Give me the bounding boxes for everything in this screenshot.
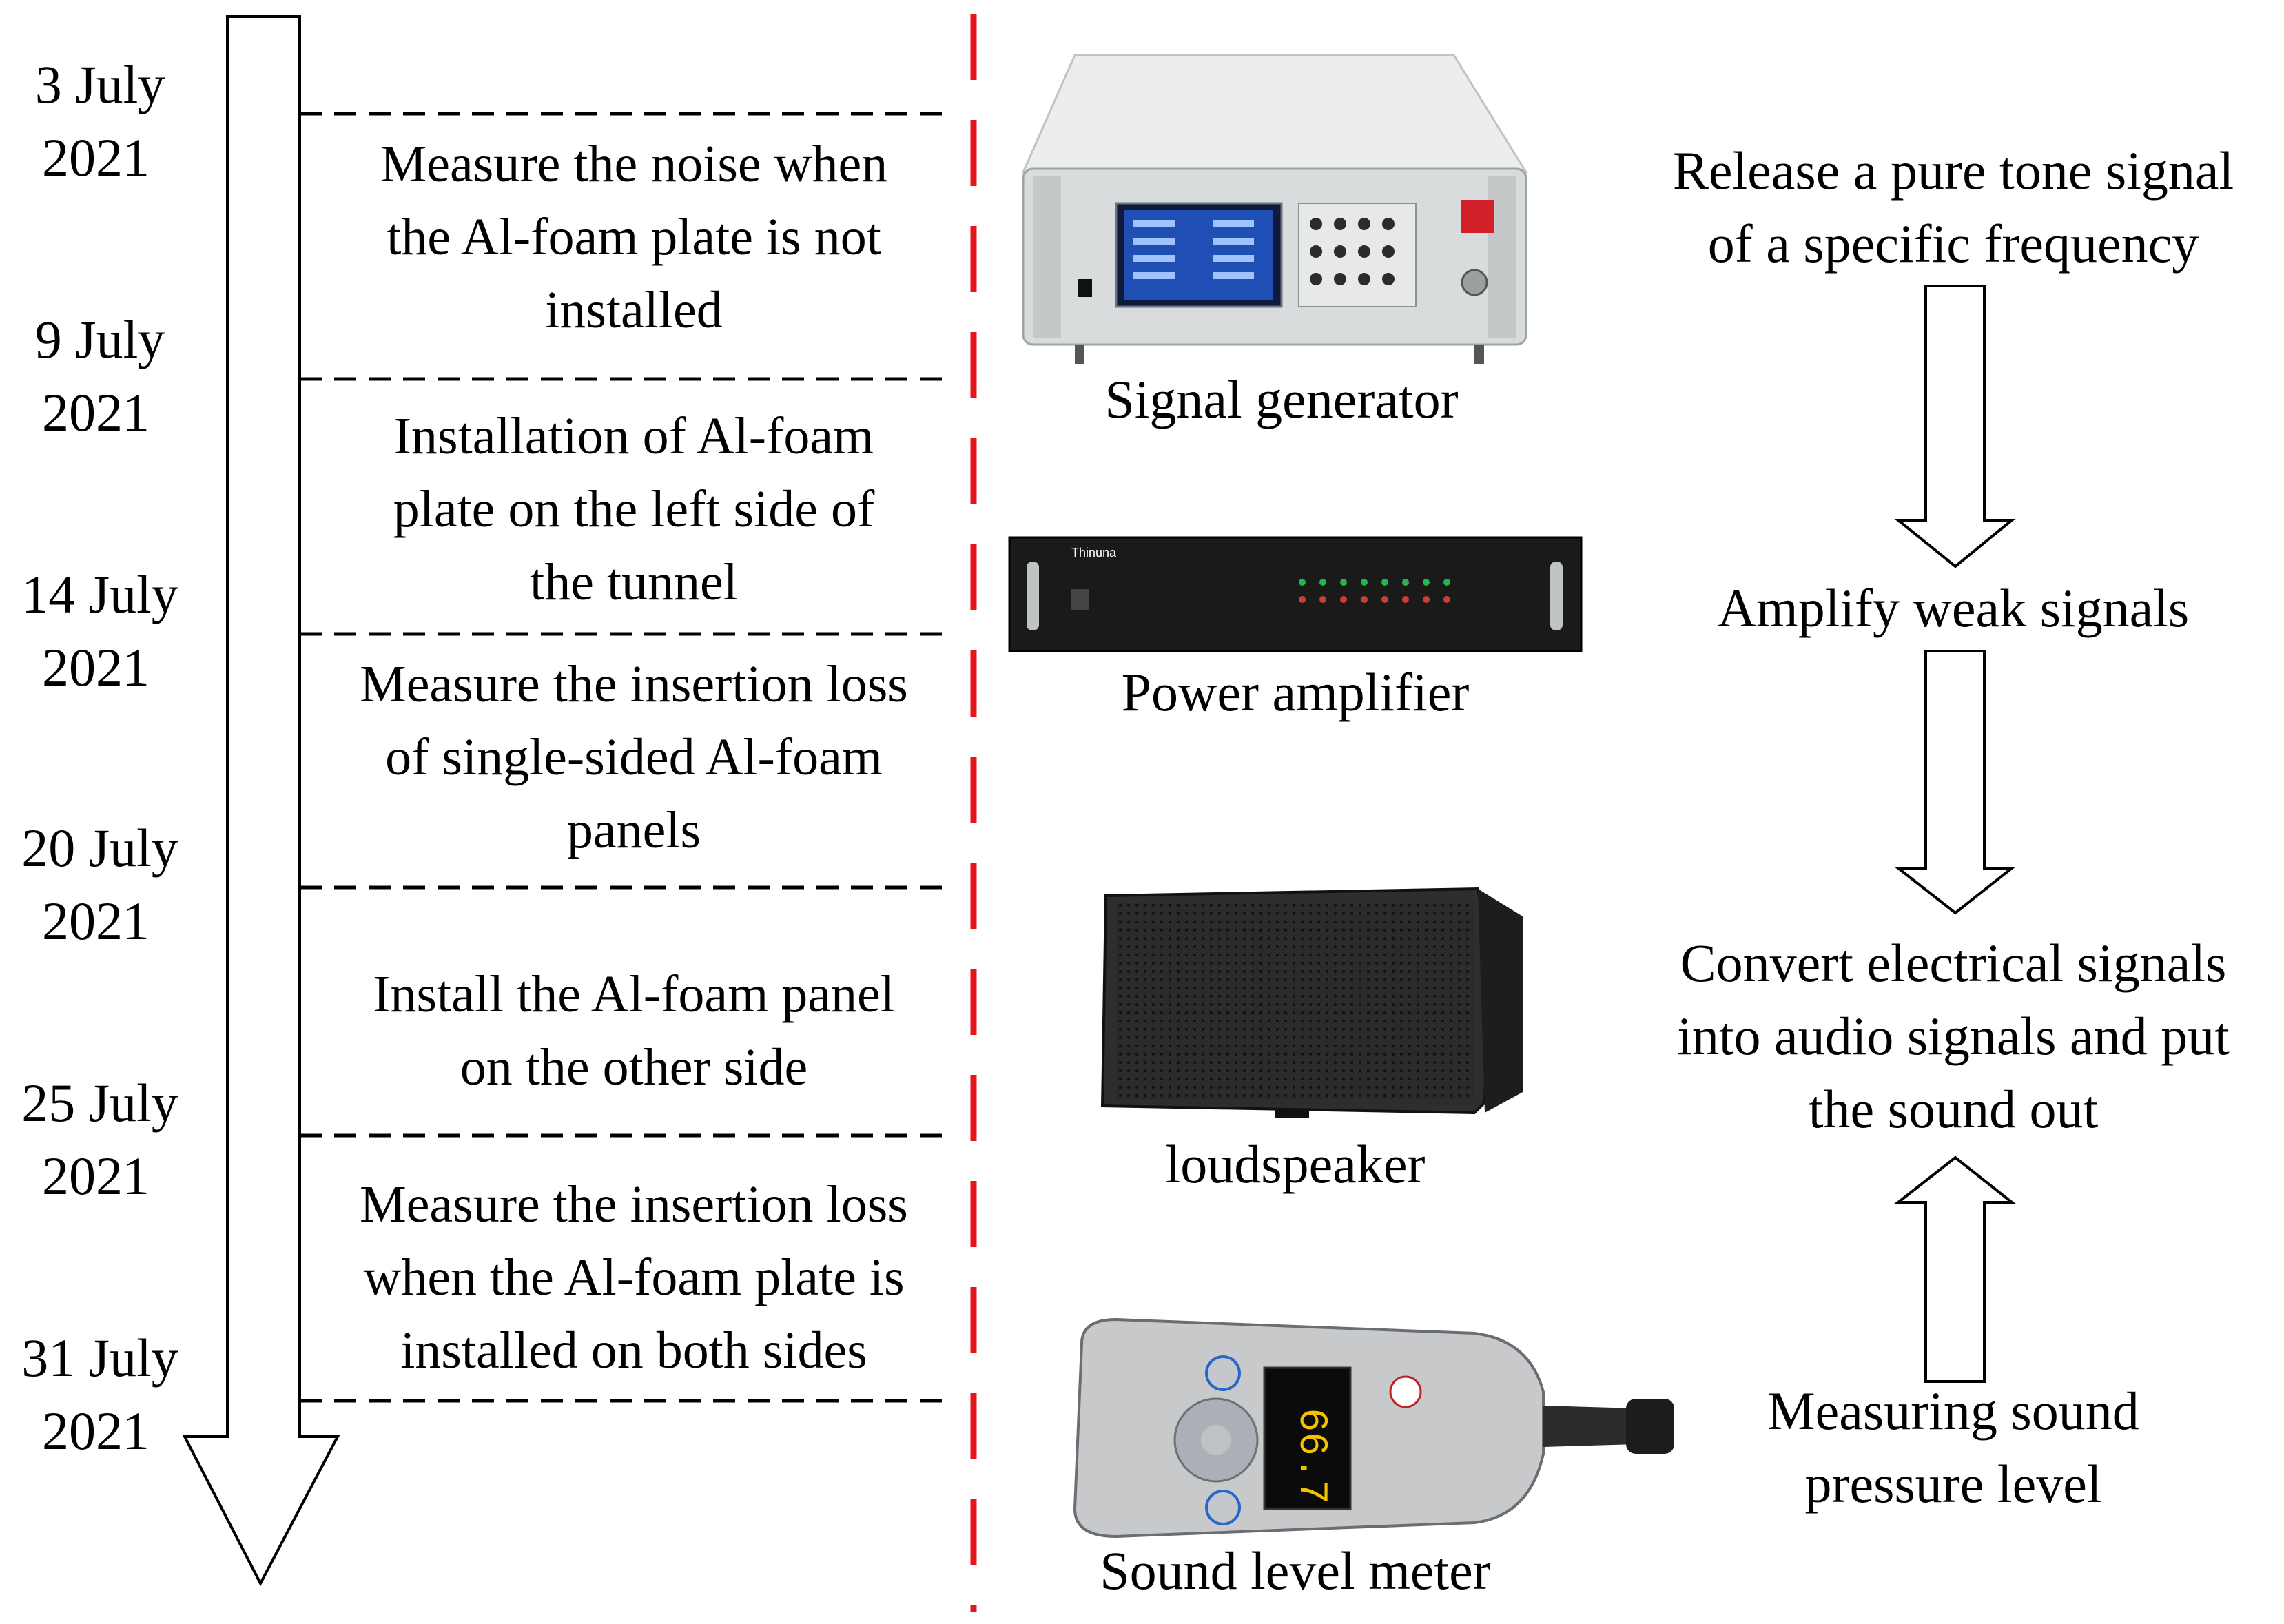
date-6-day: 31 July — [21, 1328, 178, 1388]
function-release: Release a pure tone signal of a specific… — [1633, 134, 2274, 280]
signal-generator-label: Signal generator — [1104, 369, 1459, 429]
date-1-day: 3 July — [34, 54, 165, 114]
step-2-line-3: the tunnel — [530, 553, 738, 611]
loudspeaker-image — [1100, 887, 1523, 1118]
function-convert: Convert electrical signals into audio si… — [1633, 927, 2274, 1146]
date-6: 31 July 2021 — [7, 1322, 193, 1468]
amp-brand: Thinuna — [1071, 546, 1117, 559]
step-4: Install the Al-foam panel on the other s… — [303, 958, 965, 1104]
signal-generator-image — [1021, 54, 1528, 364]
function-release-line-1: Release a pure tone signal — [1672, 141, 2234, 201]
power-amplifier-image: Thinuna — [1008, 536, 1583, 652]
step-5-line-3: installed on both sides — [400, 1322, 867, 1379]
sound-level-meter-label: Sound level meter — [1100, 1541, 1491, 1601]
function-convert-line-1: Convert electrical signals — [1680, 933, 2227, 993]
function-amplify: Amplify weak signals — [1633, 572, 2274, 645]
step-5-line-2: when the Al-foam plate is — [363, 1248, 905, 1306]
date-3-day: 14 July — [21, 564, 178, 624]
step-3-line-3: panels — [566, 801, 701, 859]
step-1-line-2: the Al-foam plate is not — [387, 208, 881, 266]
timeline-arrow — [182, 15, 340, 1587]
function-amplify-line-1: Amplify weak signals — [1717, 578, 2190, 638]
date-5: 25 July 2021 — [7, 1067, 193, 1213]
date-4-day: 20 July — [21, 818, 178, 878]
step-3: Measure the insertion loss of single-sid… — [303, 648, 965, 867]
date-2-year: 2021 — [42, 382, 150, 442]
date-5-day: 25 July — [21, 1073, 178, 1133]
step-2-line-2: plate on the left side of — [393, 480, 875, 538]
step-1-line-3: installed — [545, 281, 723, 339]
date-3: 14 July 2021 — [7, 558, 193, 704]
date-4-year: 2021 — [42, 891, 150, 951]
date-1-year: 2021 — [42, 127, 150, 187]
step-5: Measure the insertion loss when the Al-f… — [303, 1168, 965, 1387]
arrow-measure-to-convert — [1894, 1155, 2016, 1383]
date-5-year: 2021 — [42, 1146, 150, 1206]
sound-level-meter-image: 66.7 — [1073, 1317, 1674, 1539]
function-release-line-2: of a specific frequency — [1707, 214, 2199, 274]
date-4: 20 July 2021 — [7, 812, 193, 958]
step-4-line-2: on the other side — [460, 1038, 808, 1096]
arrow-release-to-amplify — [1894, 285, 2016, 568]
step-2: Installation of Al-foam plate on the lef… — [303, 400, 965, 619]
function-arrows — [1894, 285, 2016, 1383]
function-measure: Measuring sound pressure level — [1633, 1375, 2274, 1521]
step-4-line-1: Install the Al-foam panel — [373, 965, 895, 1023]
meter-reading: 66.7 — [1288, 1408, 1333, 1503]
date-3-year: 2021 — [42, 637, 150, 697]
step-3-line-2: of single-sided Al-foam — [385, 728, 883, 786]
step-2-line-1: Installation of Al-foam — [393, 407, 874, 465]
function-convert-line-2: into audio signals and put — [1677, 1006, 2230, 1066]
power-amplifier-label: Power amplifier — [1121, 662, 1470, 722]
arrow-amplify-to-convert — [1894, 650, 2016, 915]
date-6-year: 2021 — [42, 1401, 150, 1461]
function-measure-line-2: pressure level — [1804, 1454, 2102, 1514]
step-1-line-1: Measure the noise when — [380, 135, 888, 193]
date-2: 9 July 2021 — [7, 303, 193, 449]
date-1: 3 July 2021 — [7, 48, 193, 194]
loudspeaker-label: loudspeaker — [1165, 1134, 1426, 1194]
function-convert-line-3: the sound out — [1808, 1079, 2099, 1139]
function-measure-line-1: Measuring sound — [1767, 1381, 2139, 1441]
date-2-day: 9 July — [34, 309, 165, 369]
step-separators — [300, 112, 954, 1403]
step-3-line-1: Measure the insertion loss — [360, 655, 908, 713]
step-1: Measure the noise when the Al-foam plate… — [303, 127, 965, 347]
step-5-line-1: Measure the insertion loss — [360, 1175, 908, 1233]
